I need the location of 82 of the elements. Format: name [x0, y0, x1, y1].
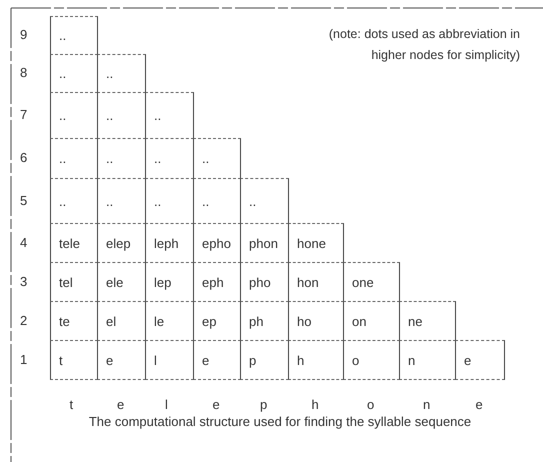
table-cell [97, 340, 146, 380]
column-letter: e [476, 397, 483, 412]
cell-text: .. [249, 194, 256, 208]
row-number: 9 [20, 27, 28, 42]
cell-text: one [352, 274, 374, 290]
cell-text: .. [59, 108, 66, 123]
table-cell [50, 16, 98, 55]
table-cell [399, 340, 456, 380]
row-number: 3 [20, 274, 28, 288]
cell-text: ph [249, 314, 264, 328]
cell-text: ho [297, 314, 312, 328]
cell-text: hon [297, 274, 319, 290]
table-cell [343, 340, 400, 380]
cell-text: .. [59, 66, 66, 81]
cell-text: tele [59, 236, 80, 250]
cell-text: p [249, 352, 256, 368]
table-cell [193, 340, 241, 380]
cell-text: e [106, 352, 114, 368]
cell-text: .. [59, 28, 66, 43]
cell-text: ele [106, 274, 124, 290]
cell-text: .. [106, 151, 114, 166]
cell-text: e [202, 352, 210, 368]
cell-text: hone [297, 236, 326, 250]
cell-text: .. [106, 194, 114, 208]
cell-text: .. [154, 108, 162, 123]
cell-text: .. [202, 194, 210, 208]
cell-text: .. [154, 194, 162, 208]
row-number: 1 [20, 352, 28, 366]
cell-text: .. [106, 108, 114, 123]
cell-text: tel [59, 274, 73, 290]
cell-text: ep [202, 314, 216, 328]
cell-text: t [59, 352, 63, 368]
column-letter: p [260, 397, 268, 412]
table-cell [50, 340, 98, 380]
cell-text: .. [154, 151, 162, 166]
row-number: 2 [20, 312, 28, 328]
cell-text: le [154, 314, 164, 328]
cell-text: te [59, 314, 70, 328]
cell-text: .. [106, 66, 114, 81]
cell-text: on [352, 314, 366, 328]
caption: The computational structure used for finding the syllable sequence [88, 414, 472, 429]
cell-text: l [154, 352, 157, 368]
table-cell [240, 340, 289, 380]
cell-text: o [352, 352, 360, 368]
row-number: 8 [20, 65, 28, 80]
table-cell [455, 340, 505, 380]
table-cell [145, 92, 194, 139]
column-letter: t [70, 397, 74, 412]
column-letter: h [312, 397, 319, 412]
table-cell [288, 223, 344, 263]
row-number: 6 [20, 150, 28, 165]
column-letter: e [117, 397, 124, 412]
cell-text: n [408, 352, 416, 368]
cell-text: lep [154, 274, 172, 290]
row-number: 5 [20, 192, 28, 208]
cell-text: ne [408, 314, 422, 328]
cell-text: epho [202, 236, 231, 250]
cell-text: phon [249, 236, 278, 250]
row-number: 4 [20, 234, 28, 250]
table-cell [343, 262, 400, 302]
table-cell [145, 340, 194, 380]
cell-text: .. [202, 151, 210, 166]
table-cell [399, 301, 456, 341]
column-letter: n [423, 397, 430, 412]
cell-text: el [106, 314, 116, 328]
cell-text: h [297, 352, 304, 368]
table-cell [97, 54, 146, 93]
table-cell [240, 178, 289, 224]
cell-text: elep [106, 236, 131, 250]
cell-text: .. [59, 151, 66, 166]
note-text: (note: dots used as abbreviation in higher nodes for simplicity) [328, 26, 520, 64]
cell-text: .. [59, 194, 66, 208]
cell-text: e [464, 352, 472, 368]
cell-text: leph [154, 236, 179, 250]
cell-text: pho [249, 274, 271, 290]
row-number: 7 [20, 107, 28, 122]
column-letter: o [367, 397, 374, 412]
column-letter: l [165, 397, 168, 412]
table-cell [288, 340, 344, 380]
column-letter: e [212, 397, 220, 412]
table-cell [193, 138, 241, 179]
cell-text: eph [202, 274, 224, 290]
